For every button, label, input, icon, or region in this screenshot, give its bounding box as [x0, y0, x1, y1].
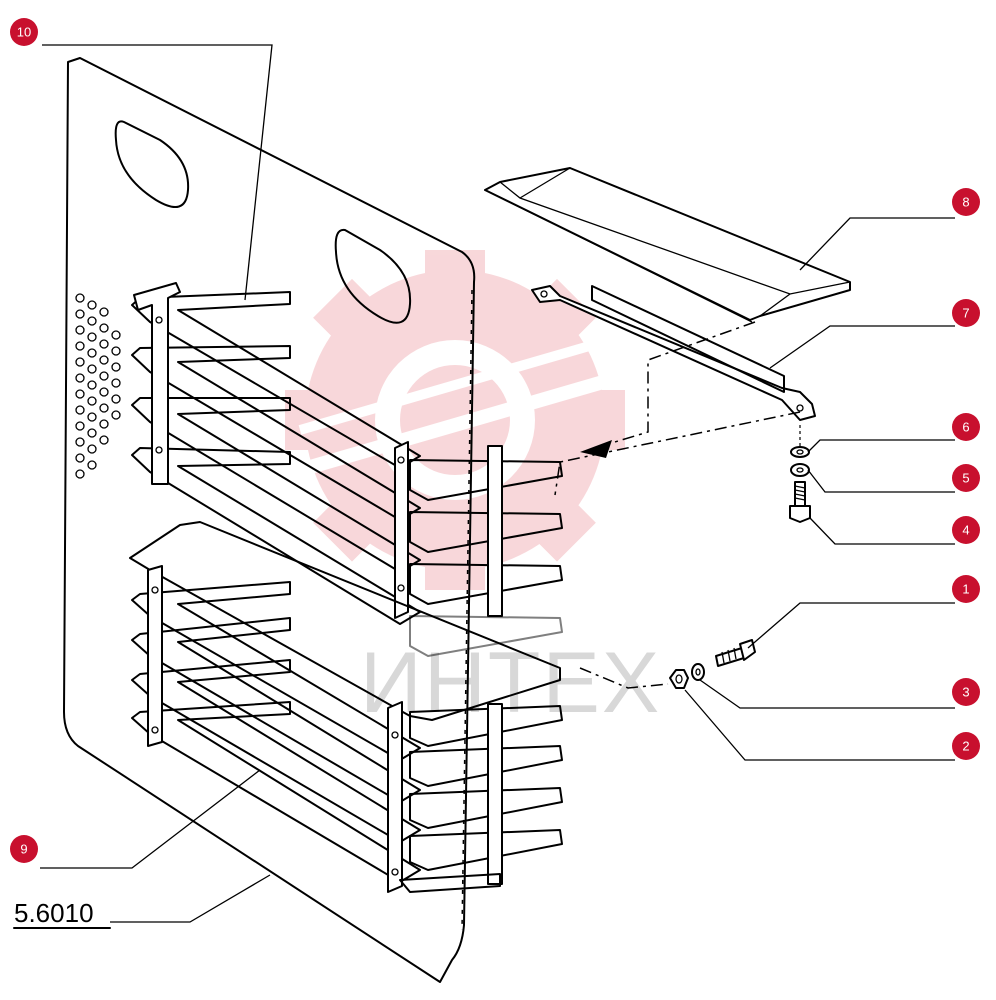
callout-2[interactable]: 2 — [952, 732, 980, 760]
svg-text:3: 3 — [962, 685, 969, 700]
mounting-bracket — [531, 285, 816, 421]
washer-3 — [691, 663, 705, 681]
callout-6[interactable]: 6 — [952, 413, 980, 441]
svg-text:2: 2 — [962, 739, 969, 754]
assembly-guides — [554, 321, 801, 689]
tray-cover — [484, 167, 851, 323]
callout-10[interactable]: 10 — [10, 18, 38, 46]
callout-5[interactable]: 5 — [952, 464, 980, 492]
svg-text:1: 1 — [962, 582, 969, 597]
drawing-reference-number: 5.6010 — [14, 898, 94, 928]
svg-text:8: 8 — [962, 195, 969, 210]
svg-text:6: 6 — [962, 420, 969, 435]
bolt-1 — [715, 639, 756, 667]
back-panel — [63, 57, 476, 983]
svg-text:9: 9 — [20, 842, 27, 857]
callout-7[interactable]: 7 — [952, 299, 980, 327]
callout-3[interactable]: 3 — [952, 678, 980, 706]
lock-washer-5 — [790, 463, 810, 477]
svg-text:5: 5 — [962, 471, 969, 486]
svg-text:10: 10 — [17, 25, 31, 40]
callout-8[interactable]: 8 — [952, 188, 980, 216]
callout-4[interactable]: 4 — [952, 516, 980, 544]
leader-lines — [40, 44, 955, 923]
vent-holes — [75, 293, 121, 479]
washer-6 — [790, 446, 810, 458]
callout-9[interactable]: 9 — [10, 835, 38, 863]
panel-hidden-edge — [461, 289, 473, 931]
callout-1[interactable]: 1 — [952, 575, 980, 603]
watermark-text: ИНТЕХ — [360, 635, 661, 731]
upper-rack — [131, 282, 563, 657]
svg-text:7: 7 — [962, 306, 969, 321]
nut-2 — [669, 669, 689, 689]
svg-text:4: 4 — [962, 523, 969, 538]
lower-rack — [129, 521, 563, 893]
bolt-4 — [789, 481, 811, 523]
